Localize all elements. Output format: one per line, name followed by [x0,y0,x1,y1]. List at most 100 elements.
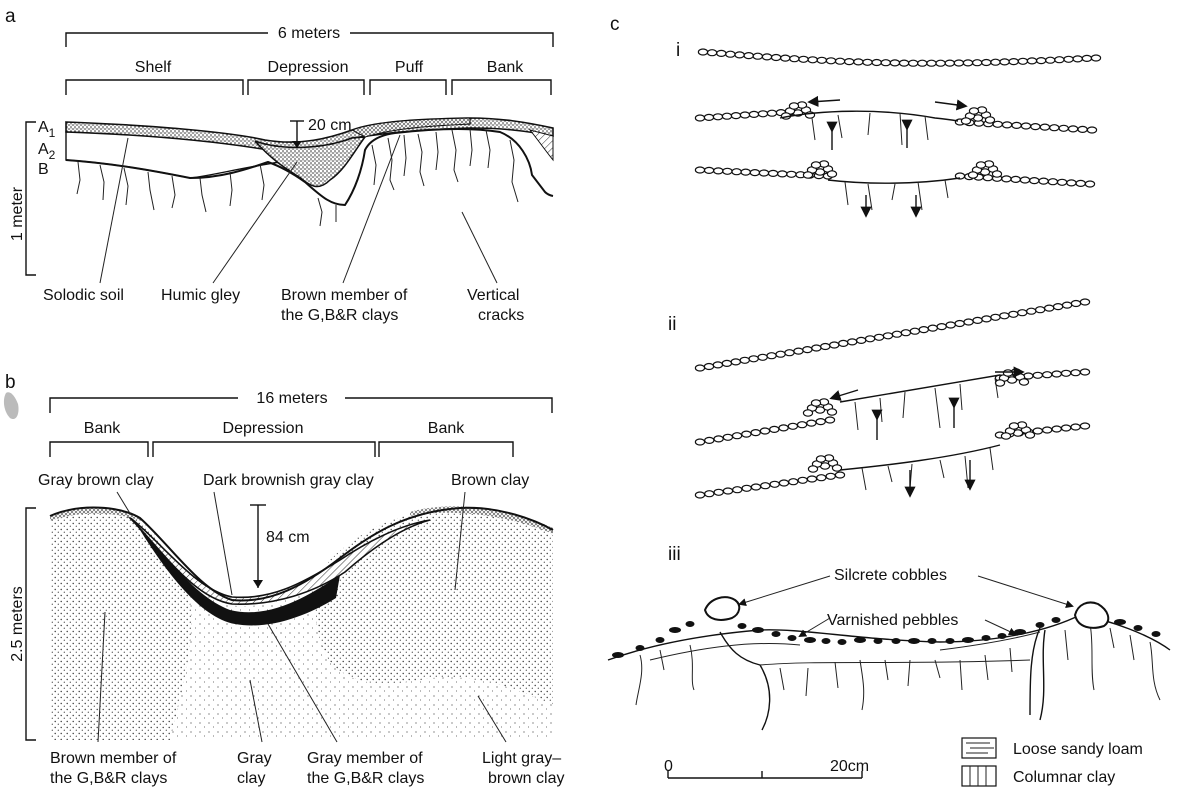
varnished-pebble [1152,631,1161,637]
pebble-chain-i-mid-right [1040,124,1049,130]
pebble-chain-i-top [790,56,799,62]
pebble-chain-i-top [781,55,790,61]
varnished-pebble [1014,629,1026,635]
pebble-chain-ii-bot-left [723,488,732,494]
legend-columnar-clay: Columnar clay [1013,769,1115,786]
pebble-cluster-i [789,103,798,109]
pebble-chain-i-bot-right [1002,176,1011,182]
pebble-chain-i-top [863,59,872,65]
pebble-chain-ii-bot-left [770,481,779,487]
profile-ii-sink [840,445,1000,495]
pebble-chain-ii-top [785,350,794,356]
pebble-chain-ii-bot-right [1043,427,1052,433]
pebble-chain-i-top [945,60,954,66]
pebble-chain-i-top [1091,55,1100,61]
pebble-chain-i-mid-left [695,115,704,121]
pebble-chain-i-top [973,60,982,66]
pebble-chain-ii-mid-right [1071,370,1080,376]
pebble-cluster-i [961,118,970,124]
pebble-chain-i-top [772,55,781,61]
callout-solodic-soil: Solodic soil [43,287,124,304]
pebble-chain-i-mid-right [993,121,1002,127]
horizon-a1: A1 [38,119,56,140]
pebble-chain-i-bot-left [695,167,704,173]
pebble-chain-ii-mid-right [1062,370,1071,376]
pebble-chain-ii-mid-left [798,422,807,428]
pebble-chain-i-bot-left [769,170,778,176]
pebble-chain-ii-top [731,359,740,365]
pebble-chain-ii-top [821,344,830,350]
pebble-chain-i-top [1009,59,1018,65]
pebble-chain-ii-bot-left [826,473,835,479]
pebble-chain-i-top [826,58,835,64]
varnished-pebble [636,645,645,651]
panel-b-depth-scale: 2.5 meters [9,508,36,740]
horizon-a2: A2 [38,141,56,162]
pebble-chain-ii-mid-left [742,431,751,437]
pebble-chain-i-mid-right [1003,122,1012,128]
callout-cracks: cracks [478,307,524,324]
pebble-chain-ii-mid-left [733,433,742,439]
pebble-chain-ii-top [937,324,946,330]
callout-brown-member: Brown member of [281,287,408,304]
pebble-cluster-i [827,171,836,177]
varnished-pebble [854,637,866,643]
pebble-chain-ii-top [991,314,1000,320]
varnished-pebble [1036,622,1045,628]
pebble-chain-ii-mid-left [695,439,704,445]
callout-brown-member-2: the G,B&R clays [281,307,398,324]
pebble-chain-ii-bot-left [779,480,788,486]
pebble-chain-i-top [1000,59,1009,65]
pebble-chain-ii-top [695,365,704,371]
pebble-chain-i-bot-right [1048,179,1057,185]
panel-b-scale-label: 2.5 meters [9,586,26,662]
pebble-chain-ii-bot-left [761,483,770,489]
varnished-pebble [928,638,937,644]
pebble-chain-i-top [991,59,1000,65]
pebble-chain-ii-top [848,339,857,345]
label-gray: Gray [237,750,272,767]
profile-ii-heave [832,372,1022,440]
pebble-chain-ii-mid-left [807,420,816,426]
panel-b-width-label: 16 meters [256,390,327,407]
pebble-cluster-i [985,117,994,123]
pebble-chain-ii-mid-left [779,425,788,431]
varnished-pebble [1114,619,1126,625]
pebble-chain-ii-mid-left [825,417,834,423]
pebble-chain-i-top [698,49,707,55]
pebble-chain-i-mid-right [1069,126,1078,132]
pebble-chain-ii-top [883,333,892,339]
pebble-chain-i-top [927,60,936,66]
pebble-chain-ii-top [866,336,875,342]
pebble-chain-ii-top [749,356,758,362]
pebble-chain-i-mid-right [1059,125,1068,131]
pebble-chain-ii-top [919,327,928,333]
legend-loose-sandy-loam: Loose sandy loam [1013,741,1143,758]
pebble-chain-ii-top [758,354,767,360]
pebble-chain-ii-top [839,340,848,346]
pebble-cluster-i [976,162,985,168]
pebble-chain-i-top [726,51,735,57]
pebble-chain-i-top [1082,55,1091,61]
pebble-chain-i-top [1037,58,1046,64]
pebble-chain-i-mid-left [749,111,758,117]
pebble-chain-ii-top [776,351,785,357]
pebble-chain-ii-top [857,337,866,343]
callout-vertical: Vertical [467,287,519,304]
pebble-cluster-i [803,172,812,178]
pebble-chain-i-top [881,60,890,66]
panel-a-depth-scale: 1 meter [9,122,36,275]
pebble-chain-i-top [1027,58,1036,64]
pebble-chain-i-mid-left [767,110,776,116]
pebble-chain-i-top [817,57,826,63]
pebble-chain-ii-top [803,347,812,353]
pebble-cluster-i [811,162,820,168]
pebble-chain-i-mid-left [758,111,767,117]
panel-b-width-bracket: 16 meters [50,390,552,413]
pebble-cluster-ii [1003,370,1012,376]
pebble-cluster-ii [816,456,825,462]
pebble-cluster-i [968,172,977,178]
legend: Loose sandy loam Columnar clay [962,738,1143,786]
pebble-chain-i-bot-right [1067,180,1076,186]
